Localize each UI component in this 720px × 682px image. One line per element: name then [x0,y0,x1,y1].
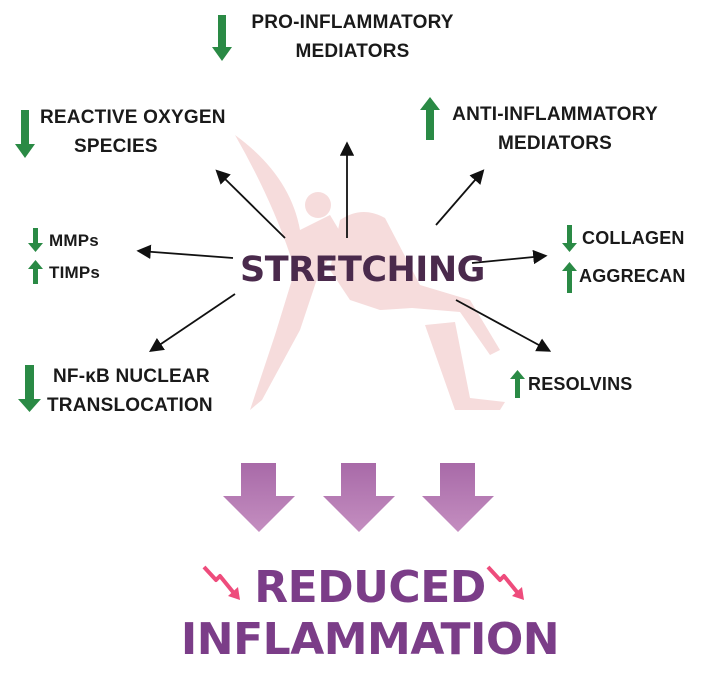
label-resolvins: RESOLVINS [528,374,633,394]
label-line: TRANSLOCATION [47,395,213,416]
arrow-to-mmps [136,244,234,259]
arrow-to-anti-inflammatory [435,169,485,226]
label-pro-inflammatory-mediators: PRO-INFLAMMATORY MEDIATORS [240,8,465,66]
decrease-trend-icon [486,565,519,594]
down-arrow-icon [28,228,43,252]
outcome-line-1: REDUCED [254,562,486,613]
label-nfkb-nuclear-translocation: NF-κB NUCLEAR TRANSLOCATION [47,362,267,420]
arrow-to-ros [215,169,286,239]
label-timps: TIMPs [49,263,101,282]
label-reactive-oxygen-species: REACTIVE OXYGEN SPECIES [34,103,249,161]
label-collagen: COLLAGEN [582,228,685,248]
up-arrow-icon [28,260,43,284]
up-arrow-icon [420,97,440,140]
center-label-stretching: STRETCHING [240,250,485,290]
label-mmps: MMPs [49,231,99,250]
arrow-to-nfkb [149,293,236,353]
label-line: ANTI-INFLAMMATORY [452,104,658,125]
up-arrow-icon [562,262,577,293]
label-line: NF-κB NUCLEAR [53,366,210,387]
big-down-arrow-icon [223,463,295,532]
label-aggrecan: AGGRECAN [579,266,686,286]
label-line: REACTIVE OXYGEN [40,107,226,128]
decrease-trend-icon [202,565,235,594]
label-line: SPECIES [74,136,158,157]
label-anti-inflammatory-mediators: ANTI-INFLAMMATORY MEDIATORS [450,100,660,158]
label-line: PRO-INFLAMMATORY [251,12,454,33]
label-line: MEDIATORS [295,41,410,62]
outcome-line-2: INFLAMMATION [180,614,560,665]
arrow-to-collagen [471,249,548,265]
up-arrow-icon [510,370,525,398]
down-arrow-icon [562,225,577,252]
label-line: MEDIATORS [497,133,613,154]
big-down-arrow-icon [422,463,494,532]
arrow-to-resolvins [455,299,552,352]
down-arrow-icon [212,15,232,61]
down-arrow-icon [15,110,35,158]
stretching-figure-silhouette [235,135,505,410]
down-arrow-icon [18,365,41,412]
big-down-arrow-icon [323,463,395,532]
